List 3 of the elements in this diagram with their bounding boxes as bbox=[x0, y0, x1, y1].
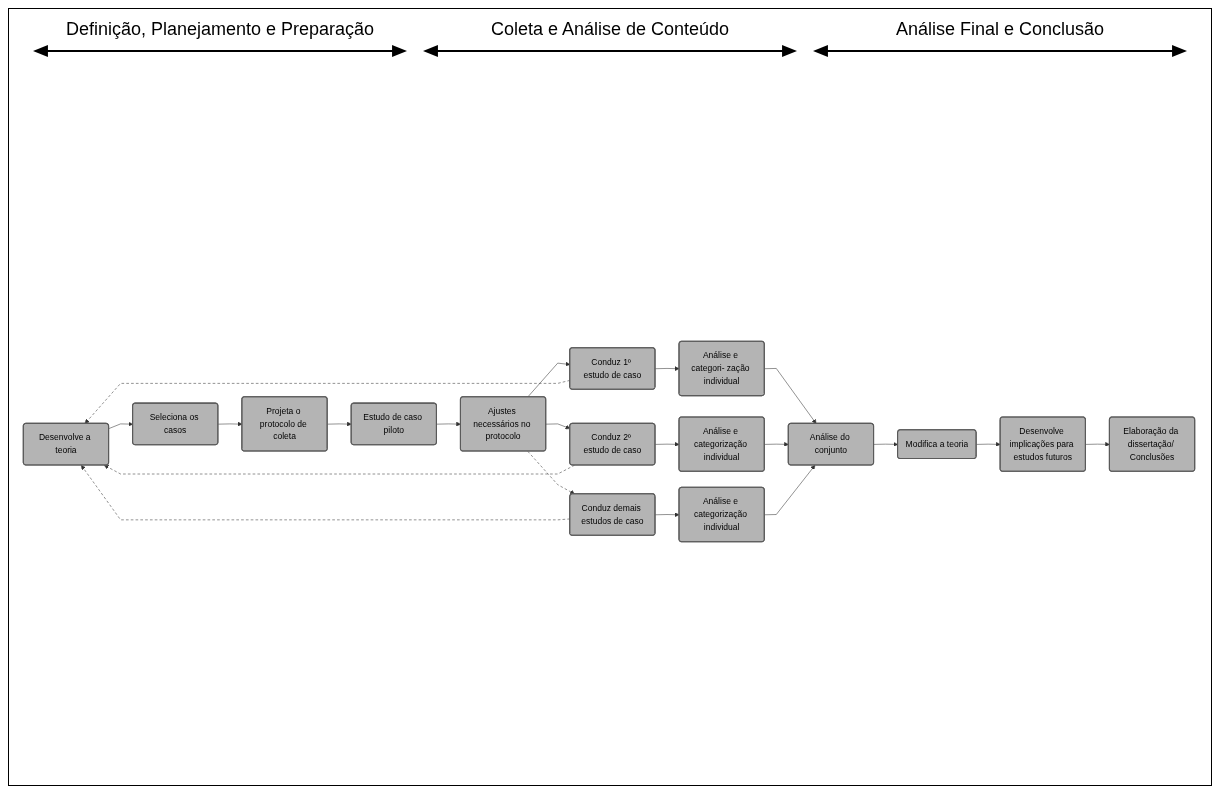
phase-heading: Definição, Planejamento e Preparação bbox=[65, 19, 375, 40]
phase-heading: Coleta e Análise de Conteúdo bbox=[490, 19, 730, 40]
phase-heading: Análise Final e Conclusão bbox=[895, 19, 1105, 40]
